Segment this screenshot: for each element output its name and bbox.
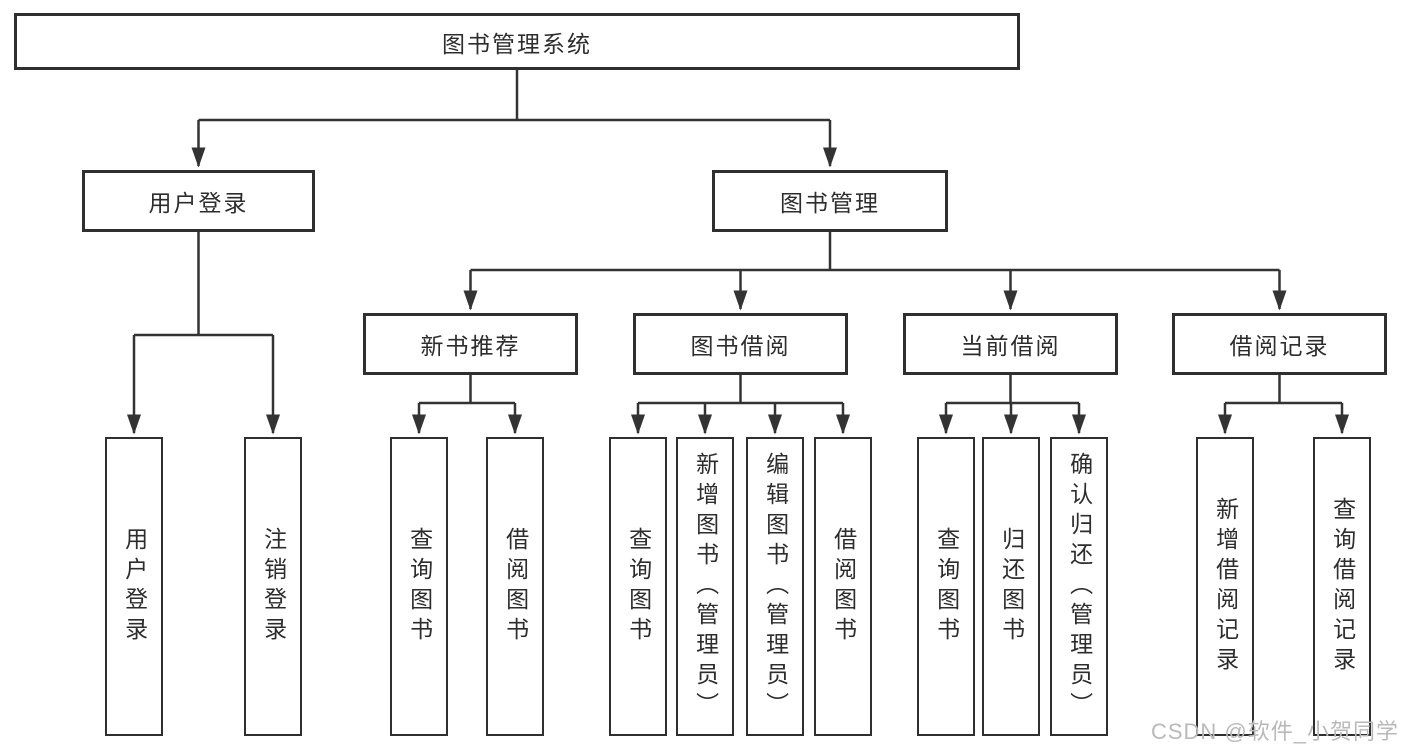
leaf-query-books-1: 查询图书 <box>390 437 448 736</box>
leaf-edit-books-admin: 编辑图书（管理员） <box>746 437 804 736</box>
leaf-user-login: 用户登录 <box>105 437 163 736</box>
leaf-logout: 注销登录 <box>244 437 302 736</box>
node-new-book-recommend: 新书推荐 <box>363 313 578 375</box>
leaf-label: 借阅图书 <box>830 526 857 647</box>
leaf-label: 用户登录 <box>121 526 148 647</box>
leaf-label: 查询借阅记录 <box>1329 496 1356 677</box>
leaf-label: 编辑图书（管理员） <box>762 451 789 722</box>
leaf-label: 查询图书 <box>406 526 433 647</box>
node-book-management: 图书管理 <box>712 170 948 232</box>
leaf-label: 归还图书 <box>998 526 1025 647</box>
connector-new-book-split <box>412 375 522 435</box>
connector-root-split <box>191 70 837 168</box>
connector-user-login-split <box>127 232 280 435</box>
leaf-borrow-books-1: 借阅图书 <box>486 437 544 736</box>
leaf-query-books-2: 查询图书 <box>609 437 667 736</box>
node-user-login: 用户登录 <box>82 170 315 232</box>
leaf-label: 新增借阅记录 <box>1212 496 1239 677</box>
leaf-return-books: 归还图书 <box>982 437 1040 736</box>
leaf-add-books-admin: 新增图书（管理员） <box>676 437 734 736</box>
connector-book-borrow-split <box>631 375 850 435</box>
csdn-watermark: CSDN @软件_小贺同学 <box>1150 719 1399 744</box>
node-current-borrowing: 当前借阅 <box>903 313 1118 375</box>
connector-current-borrow-split <box>939 375 1086 435</box>
node-book-borrowing: 图书借阅 <box>633 313 848 375</box>
leaf-borrow-books-2: 借阅图书 <box>814 437 872 736</box>
leaf-label: 查询图书 <box>625 526 652 647</box>
leaf-query-books-3: 查询图书 <box>917 437 975 736</box>
leaf-label: 借阅图书 <box>502 526 529 647</box>
leaf-label: 确认归还（管理员） <box>1066 451 1093 722</box>
node-library-management-system: 图书管理系统 <box>14 13 1020 70</box>
leaf-add-borrow-record: 新增借阅记录 <box>1196 437 1254 736</box>
leaf-label: 注销登录 <box>260 526 287 647</box>
leaf-query-borrow-record: 查询借阅记录 <box>1313 437 1371 736</box>
connector-book-mgmt-split <box>463 232 1287 311</box>
leaf-label: 查询图书 <box>933 526 960 647</box>
connector-borrow-record-split <box>1218 375 1349 435</box>
leaf-confirm-return-admin: 确认归还（管理员） <box>1050 437 1108 736</box>
leaf-label: 新增图书（管理员） <box>692 451 719 722</box>
node-borrowing-records: 借阅记录 <box>1172 313 1387 375</box>
